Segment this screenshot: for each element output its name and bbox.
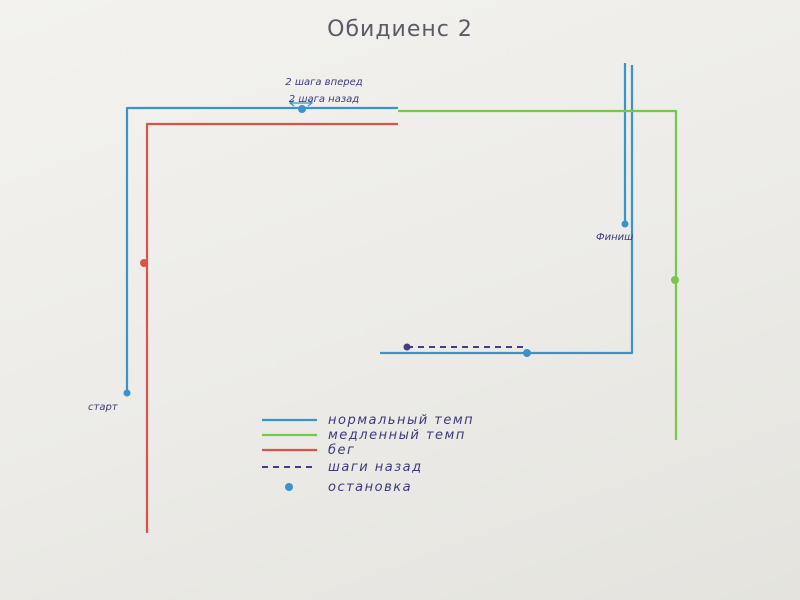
- legend-stop-label: остановка: [328, 480, 412, 495]
- stop-dot-bottom: [523, 349, 531, 357]
- diagram-title: Обидиенс 2: [327, 17, 473, 42]
- route-normal-start: [125, 106, 398, 392]
- route-normal-finish: [380, 65, 634, 355]
- legend-run-label: бег: [328, 443, 355, 458]
- route-run: [145, 122, 398, 533]
- legend-slow-label: медленный темп: [328, 428, 466, 443]
- stop-dot-top: [298, 105, 306, 113]
- start-label: старт: [88, 402, 119, 413]
- finish-dot: [621, 220, 629, 228]
- slow-stop-dot: [671, 276, 679, 284]
- steps-forward-label: 2 шага вперед: [285, 77, 362, 88]
- forward-back-arrows: [289, 99, 313, 107]
- legend: нормальный темп медленный темп бег шаги …: [262, 413, 474, 495]
- legend-back-label: шаги назад: [328, 460, 423, 475]
- start-dot: [123, 389, 131, 397]
- legend-normal-label: нормальный темп: [328, 413, 474, 428]
- legend-stop-swatch: [285, 483, 293, 491]
- run-stop-dot: [140, 259, 148, 267]
- steps-back-start-dot: [403, 343, 411, 351]
- steps-back-label: 2 шага назад: [289, 94, 359, 105]
- finish-label: Финиш: [596, 232, 633, 243]
- route-slow: [398, 109, 678, 440]
